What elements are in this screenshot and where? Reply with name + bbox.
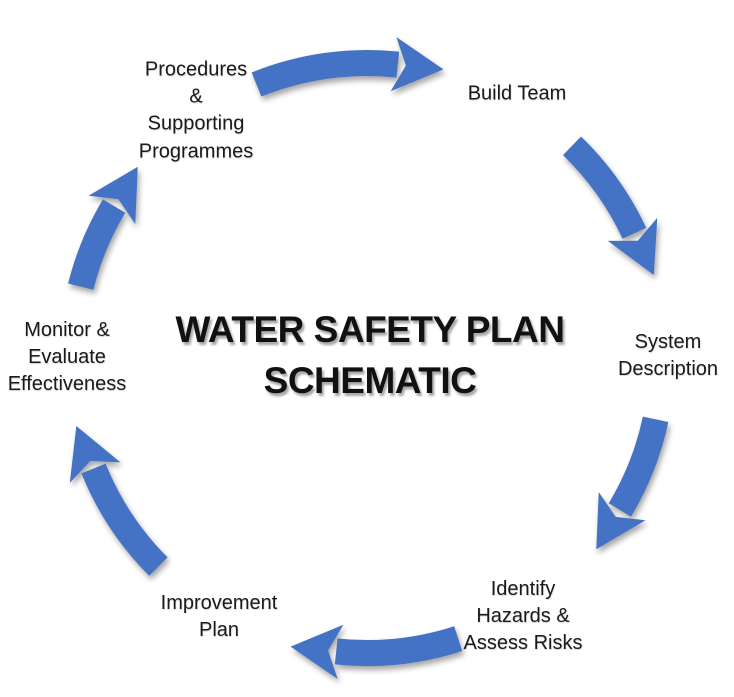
arrow-improvement-plan-to-monitor-evaluate — [69, 425, 168, 576]
step-label-procedures-supporting-programmes: Procedures & Supporting Programmes — [138, 58, 254, 163]
step-label-monitor-evaluate-effectiveness: Monitor & Evaluate Effectiveness — [7, 319, 127, 396]
step-label-improvement-plan: Improvement Plan — [160, 591, 278, 641]
step-label-system-description: System Description — [617, 330, 719, 380]
diagram-title: WATER SAFETY PLAN SCHEMATIC — [175, 308, 565, 401]
arrow-monitor-evaluate-to-procedures — [68, 166, 138, 290]
step-label-identify-hazards-assess-risks: Identify Hazards & Assess Risks — [463, 578, 583, 655]
step-label-build-team: Build Team — [467, 82, 567, 105]
arrow-system-description-to-identify-hazards — [596, 416, 669, 550]
arrow-procedures-to-build-team — [251, 36, 444, 97]
arrow-build-team-to-system-description — [562, 136, 658, 275]
arrow-identify-hazards-to-improvement-plan — [290, 624, 463, 680]
